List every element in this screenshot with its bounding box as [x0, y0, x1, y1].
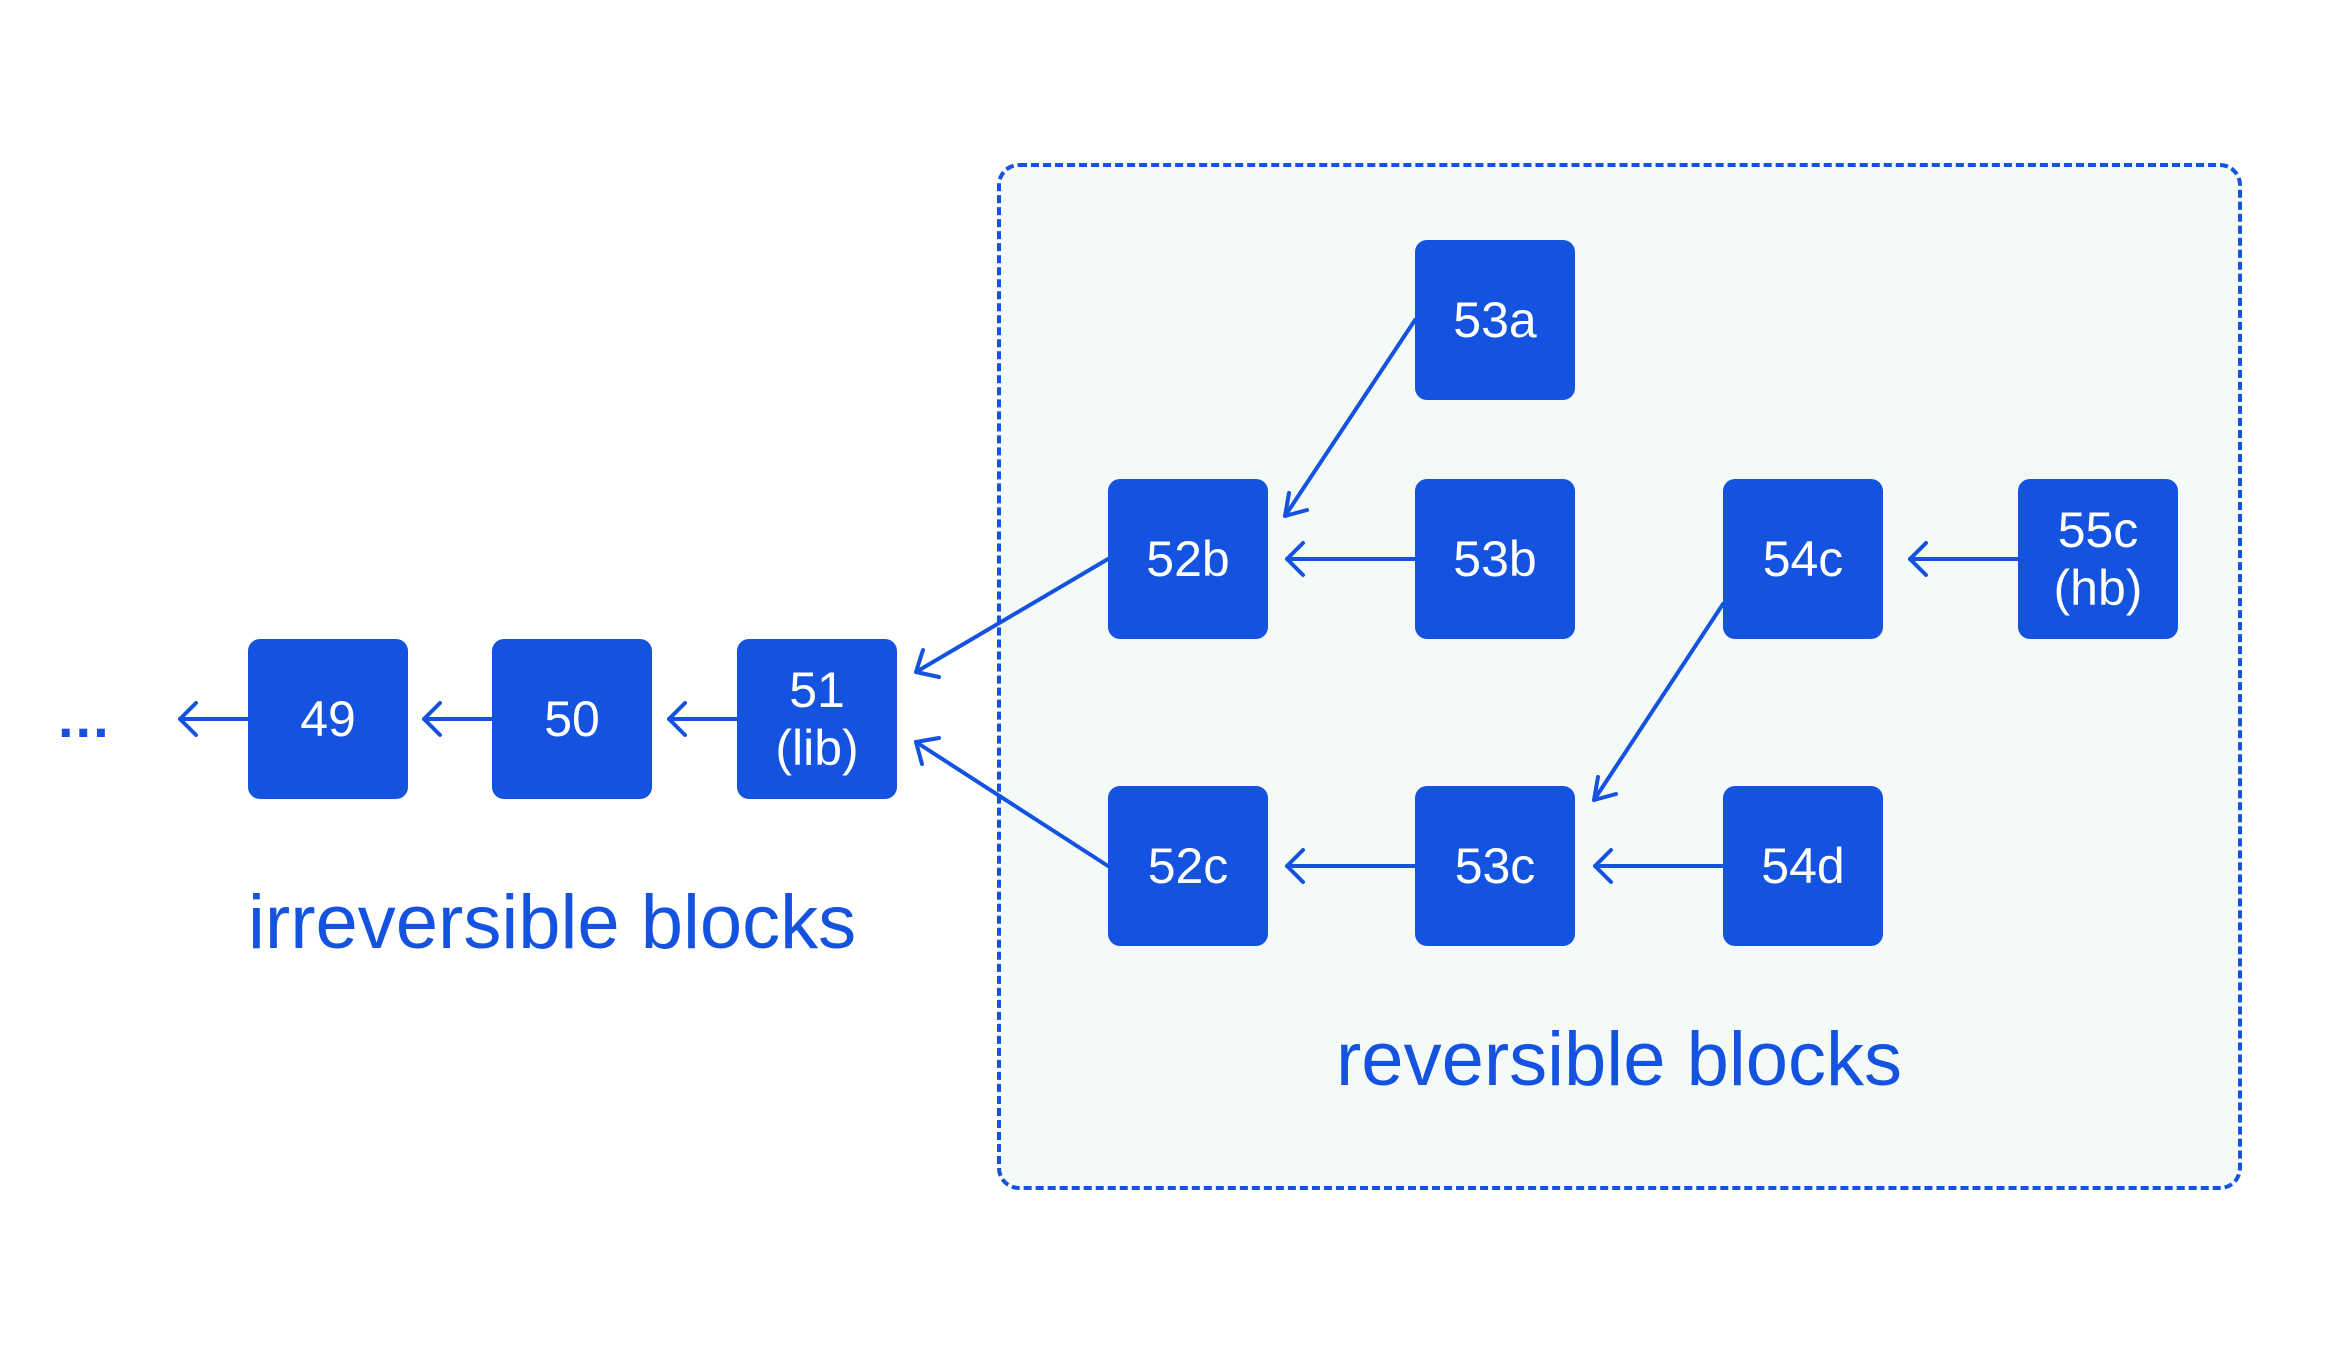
reversible-blocks-region [997, 163, 2242, 1190]
edge-52b-to-51 [914, 557, 1110, 679]
block-55c-hb: 55c (hb) [2018, 479, 2178, 639]
block-52c-label: 52c [1147, 838, 1229, 894]
edge-49-to-ellipsis [178, 701, 250, 737]
block-49: 49 [248, 639, 408, 799]
block-52c: 52c [1108, 786, 1268, 946]
block-55c-label: 55c [2057, 502, 2139, 558]
block-53c: 53c [1415, 786, 1575, 946]
edge-52c-to-51 [914, 736, 1110, 868]
edge-55c-to-54c [1908, 541, 2020, 577]
block-51-lib: 51 (lib) [737, 639, 897, 799]
block-49-label: 49 [300, 691, 356, 747]
block-54c: 54c [1723, 479, 1883, 639]
block-55c-tag: (hb) [2053, 560, 2143, 616]
block-50: 50 [492, 639, 652, 799]
block-54d-label: 54d [1761, 838, 1845, 894]
edge-54d-to-53c [1593, 848, 1725, 884]
block-54c-label: 54c [1762, 531, 1844, 587]
edge-51-to-50 [667, 701, 739, 737]
block-53a-label: 53a [1453, 292, 1537, 348]
block-51-tag: (lib) [775, 720, 859, 776]
reversible-blocks-caption: reversible blocks [1336, 1017, 1902, 1102]
edge-53a-to-52b [1283, 318, 1417, 518]
block-53b-label: 53b [1453, 531, 1537, 587]
edge-50-to-49 [422, 701, 494, 737]
block-53b: 53b [1415, 479, 1575, 639]
block-52b-label: 52b [1146, 531, 1230, 587]
block-52b: 52b [1108, 479, 1268, 639]
edge-53c-to-52c [1285, 848, 1417, 884]
irreversible-blocks-caption: irreversible blocks [248, 880, 857, 965]
block-51-label: 51 [789, 662, 845, 718]
block-50-label: 50 [544, 691, 600, 747]
ellipsis-text: ... [58, 686, 111, 749]
block-54d: 54d [1723, 786, 1883, 946]
edge-54c-to-53c [1592, 602, 1725, 802]
block-53c-label: 53c [1454, 838, 1536, 894]
block-53a: 53a [1415, 240, 1575, 400]
edge-53b-to-52b [1285, 541, 1417, 577]
